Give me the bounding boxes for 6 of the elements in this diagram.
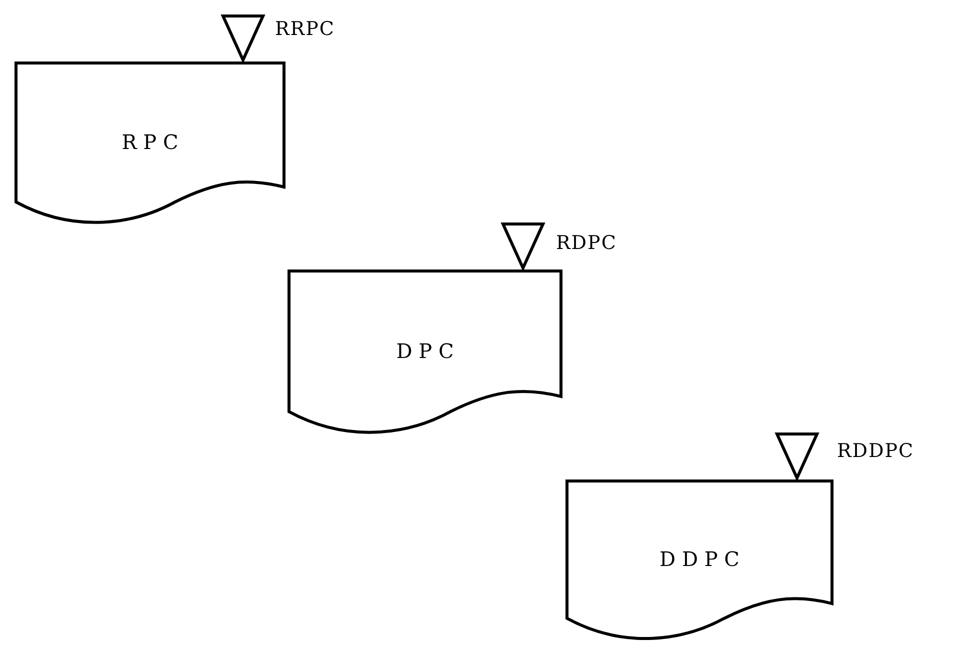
document-label: D D P C	[660, 547, 740, 572]
tag-label: RRPC	[275, 18, 335, 40]
tag-label: RDDPC	[837, 440, 914, 462]
document-label: R P C	[122, 130, 178, 154]
document-label: D P C	[396, 338, 454, 363]
tag-label: RDPC	[556, 232, 617, 254]
